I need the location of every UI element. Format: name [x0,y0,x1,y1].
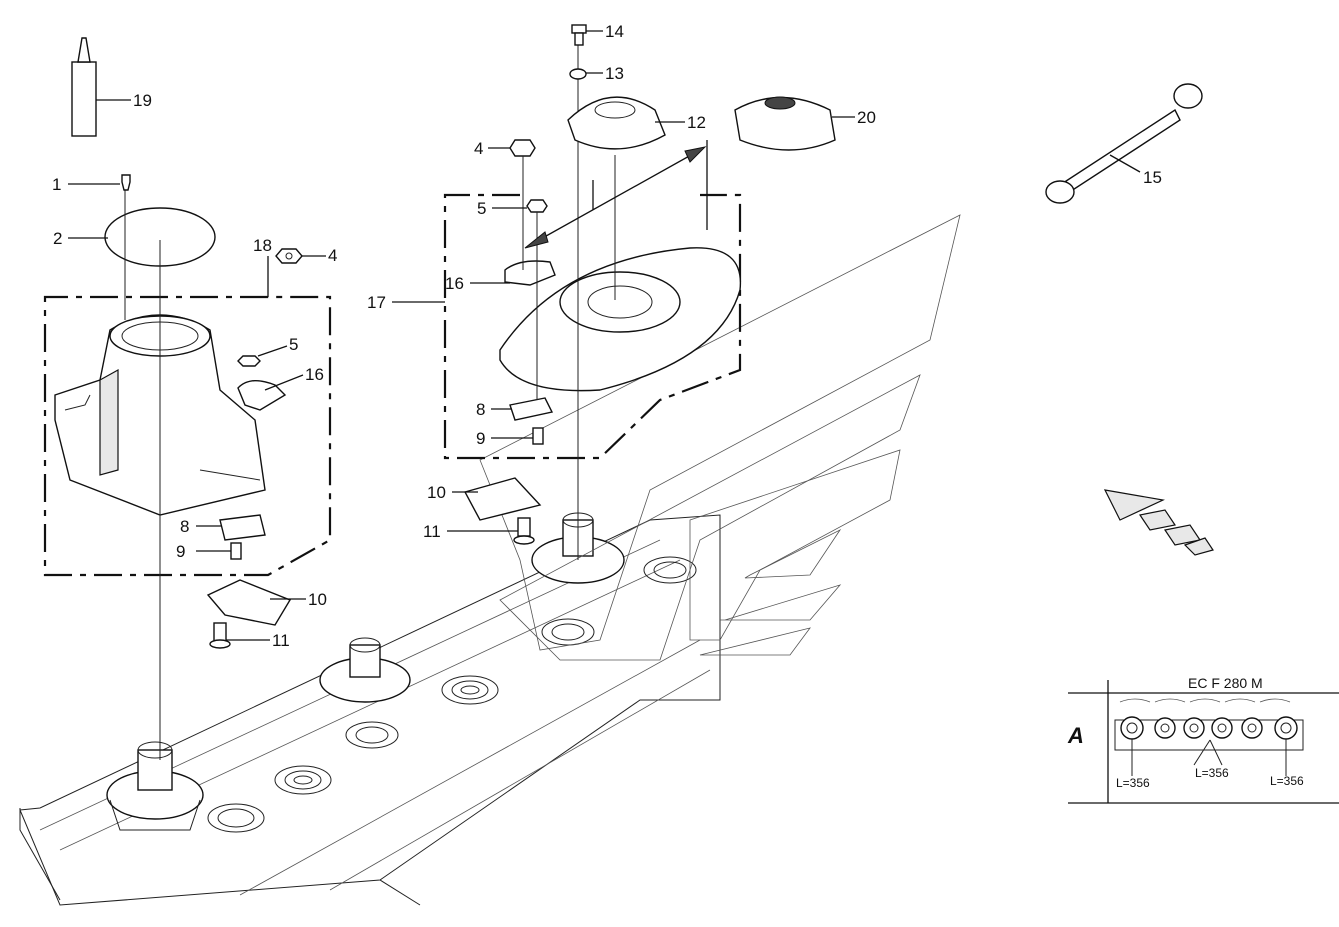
washer-13 [569,68,587,80]
gear-hub [319,637,411,703]
blade-10-left [206,579,292,626]
cutter-bar [19,512,721,906]
callout-8-left: 8 [180,517,189,536]
bolt-9-center [532,427,544,445]
direction-chevrons [479,214,961,661]
callout-15: 15 [1143,168,1162,187]
inset-rotor [1120,716,1144,740]
assembly-18-frame [43,295,332,577]
callout-10-left: 10 [308,590,327,609]
callout-10-center: 10 [427,483,446,502]
callout-8-center: 8 [476,400,485,419]
bar-disc [441,675,499,705]
dimension-arrow [524,140,708,249]
bolt-9-left [230,542,242,560]
bar-disc [274,765,332,795]
inset-rotor [1183,717,1205,739]
nut-4-center [509,139,536,157]
rotor-disc [499,247,742,392]
callout-9-left: 9 [176,542,185,561]
bolt-14 [571,24,587,46]
callout-14: 14 [605,22,624,41]
nut-4-left [275,248,303,264]
callout-4-center: 4 [474,139,483,158]
inset-view-a: A EC F 280 M L=356 L=356 L=356 [1067,675,1339,804]
callout-4-left: 4 [328,246,337,265]
inset-length-left: L=356 [1116,776,1150,790]
callout-5-center: 5 [477,199,486,218]
callout-16-center: 16 [445,274,464,293]
bar-disc [345,721,399,749]
callout-13: 13 [605,64,624,83]
screw-1 [121,174,131,191]
inset-rotor [1211,717,1233,739]
bar-disc [541,618,595,646]
callout-19: 19 [133,91,152,110]
inset-rotor [1154,717,1176,739]
inset-view-letter: A [1067,723,1084,748]
callout-11-center: 11 [423,522,441,541]
skid-16-center [504,260,556,286]
skid-16-left [237,380,287,411]
bolt-11-center [513,517,535,545]
bar-disc [207,803,265,833]
callout-16-left: 16 [305,365,324,384]
blade-10-center [463,477,542,521]
inset-rotor [1274,716,1298,740]
ring-wrench-15 [1045,83,1203,204]
plate-8-center [509,397,554,421]
callout-5-left: 5 [289,335,298,354]
inset-length-right: L=356 [1270,774,1304,788]
assembly-17-frame [443,193,742,460]
callout-17: 17 [367,293,386,312]
plate-8-left [219,514,266,541]
bar-disc [643,556,697,584]
callout-20: 20 [857,108,876,127]
travel-direction-arrow [1103,489,1214,556]
nut-5-center [526,199,548,213]
callout-18: 18 [253,236,272,255]
bolt-11-left [209,622,231,649]
inset-length-middle: L=356 [1195,766,1229,780]
callout-12: 12 [687,113,706,132]
cover-cap-12 [567,96,666,150]
callout-2: 2 [53,229,62,248]
nut-5-left [237,355,261,367]
cartridge-19 [71,37,97,137]
callouts: 1 2 18 4 5 16 8 9 10 11 19 4 5 [52,22,1162,650]
callout-1: 1 [52,175,61,194]
inset-model-label: EC F 280 M [1188,675,1263,691]
callout-9-center: 9 [476,429,485,448]
gear-hub [106,741,204,831]
cover-cap-20 [734,96,836,151]
callout-11-left: 11 [272,631,290,650]
inset-rotor [1241,717,1263,739]
